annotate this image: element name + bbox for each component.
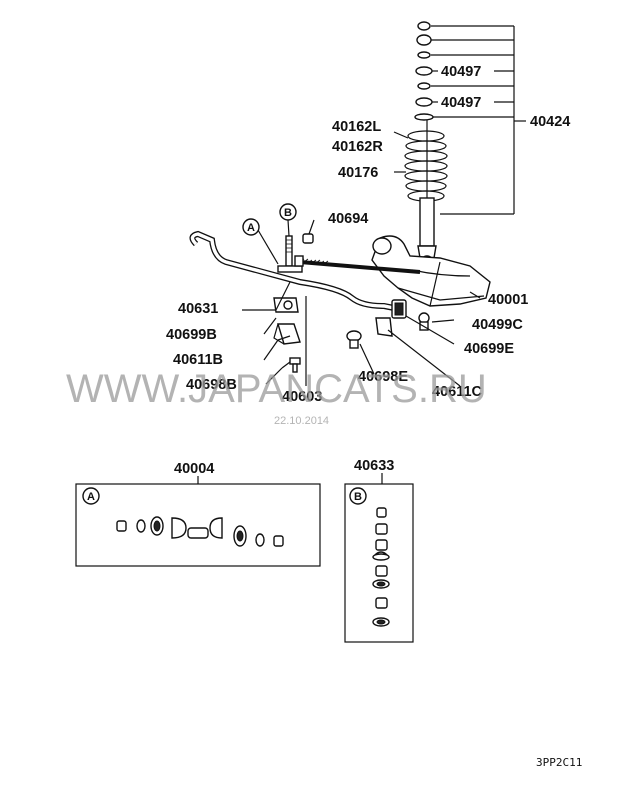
leader-lines-40424 (431, 25, 526, 215)
label-40497-lower: 40497 (441, 95, 481, 111)
kit-box-a-callout-label: A (87, 491, 95, 503)
label-40001: 40001 (488, 292, 528, 308)
bushing-40699e (391, 299, 407, 319)
label-40162r: 40162R (332, 139, 383, 155)
kit-a-parts (116, 516, 284, 547)
label-40694: 40694 (328, 211, 368, 227)
link-bolt (277, 235, 304, 273)
kit-b-parts (372, 507, 390, 627)
watermark: WWW.JAPANCATS.RU (66, 367, 487, 411)
label-40698e: 40698E (358, 369, 408, 385)
label-40699e: 40699E (464, 341, 514, 357)
label-40176: 40176 (338, 165, 378, 181)
kit-box-b-callout-label: B (354, 491, 362, 503)
label-40603: 40603 (282, 389, 322, 405)
bolt-40611b (289, 357, 301, 373)
callout-a-label: A (247, 222, 255, 234)
bolt-40499c (418, 312, 430, 331)
bushing-40699b (273, 297, 299, 313)
bracket-40698b (273, 323, 301, 345)
bracket-40698e (375, 317, 393, 337)
diagram-code: 3PP2C11 (536, 756, 582, 769)
callout-b: B (279, 203, 297, 221)
bolt-40611c (346, 330, 362, 349)
leader-lines (242, 131, 481, 387)
watermark-date: 22.10.2014 (274, 415, 329, 427)
label-40004: 40004 (174, 461, 214, 477)
bushing-40694 (302, 233, 314, 244)
label-40424: 40424 (530, 114, 570, 130)
strut-top-hardware (414, 21, 434, 121)
label-40497-upper: 40497 (441, 64, 481, 80)
kit-box-b-callout: B (349, 487, 367, 505)
kit-box-b (344, 483, 414, 643)
stabilizer-bar (189, 230, 395, 311)
label-40611c: 40611C (432, 384, 483, 400)
lower-arm (371, 235, 491, 307)
label-40499c: 40499C (472, 317, 523, 333)
label-40633: 40633 (354, 458, 394, 474)
label-40162l: 40162L (332, 119, 381, 135)
callout-b-label: B (284, 207, 292, 219)
label-40698b: 40698B (186, 377, 237, 393)
kit-box-a-callout: A (82, 487, 100, 505)
shock-absorber (417, 120, 437, 269)
kit-box-a (75, 483, 321, 567)
callout-a: A (242, 218, 260, 236)
label-40631: 40631 (178, 301, 218, 317)
label-40611b: 40611B (173, 352, 223, 368)
coil-spring (404, 130, 448, 202)
label-40699b: 40699B (166, 327, 217, 343)
